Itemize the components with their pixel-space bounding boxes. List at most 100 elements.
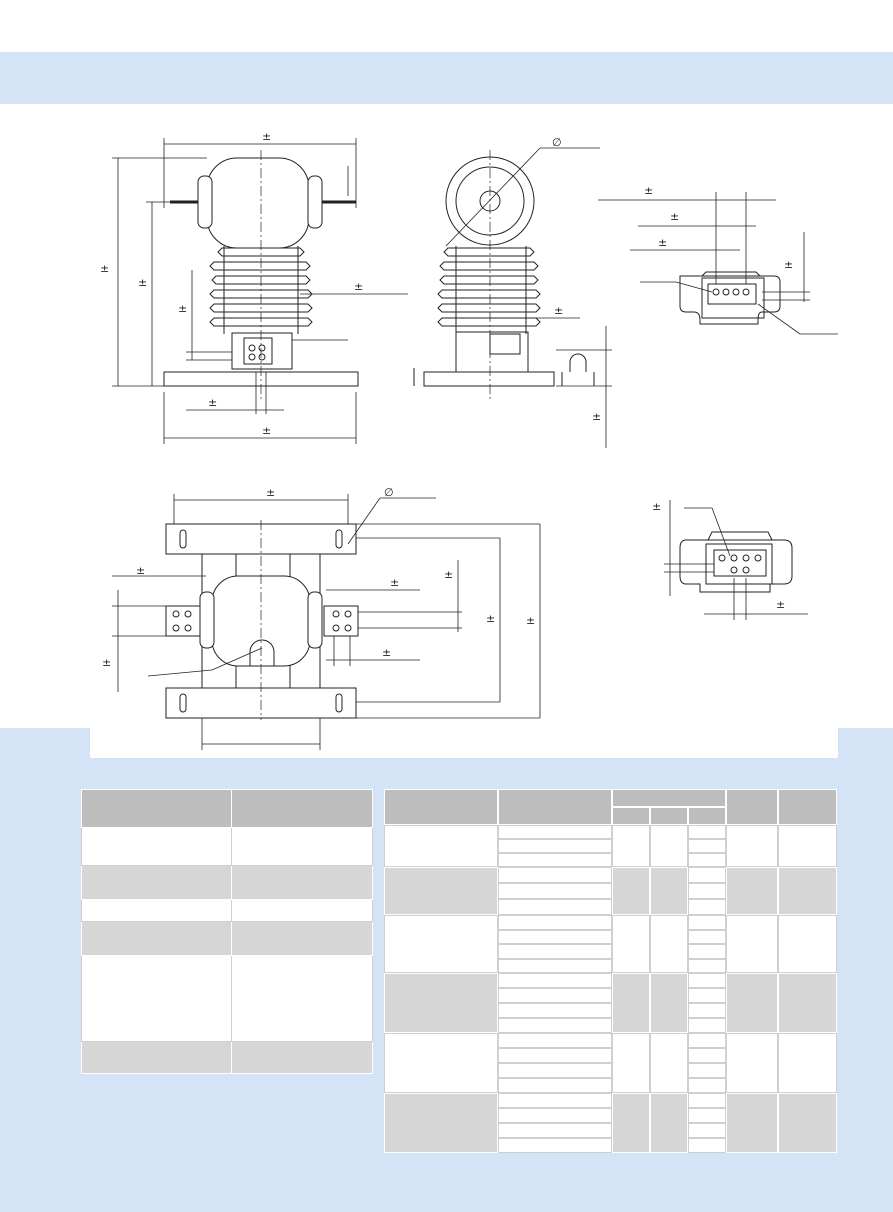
header-band (0, 52, 893, 104)
right-table-merged-cell (726, 1093, 778, 1153)
right-table-merged-cell (650, 825, 688, 867)
front-terminal-block (243, 337, 273, 365)
left-table-value (231, 1041, 373, 1074)
right-table-subrow-cell (498, 1078, 612, 1093)
right-table-subrow-cell (498, 853, 612, 867)
left-table-label (81, 921, 232, 956)
right-table-subrow-cell (688, 973, 726, 988)
right-table-subrow-cell (498, 988, 612, 1003)
front-view (112, 138, 408, 444)
right-table-subrow-cell (498, 899, 612, 915)
right-table-subrow-cell (688, 944, 726, 959)
right-table-type-cell (384, 973, 498, 1033)
left-table-header-value (231, 789, 373, 828)
side-view (413, 147, 612, 448)
right-table-subrow-cell (688, 899, 726, 915)
tol-10: ± (644, 184, 653, 197)
right-table-subrow-cell (498, 1138, 612, 1153)
left-table-header-label (81, 789, 232, 828)
right-table-subrow-cell (688, 1123, 726, 1138)
left-table-label (81, 899, 232, 922)
right-table-subrow-cell (498, 1093, 612, 1108)
right-table-subrow-cell (498, 1018, 612, 1033)
tol-19: ± (526, 614, 535, 627)
right-table-type-cell (384, 1093, 498, 1153)
right-table-subrow-cell (688, 1003, 726, 1018)
right-table-subrow-cell (498, 915, 612, 930)
left-table-value (231, 899, 373, 922)
tol-23: ± (776, 598, 785, 611)
tol-11: ± (670, 210, 679, 223)
tol-1: ± (262, 130, 271, 143)
dia-2: ∅ (384, 486, 394, 499)
right-table-subheader-cell (688, 807, 726, 825)
tol-8: ± (554, 304, 563, 317)
right-table-header-cell (778, 789, 837, 825)
right-table-subrow-cell (498, 1033, 612, 1048)
tol-3: ± (208, 396, 217, 409)
right-table-merged-cell (726, 867, 778, 915)
right-table-subrow-cell (688, 867, 726, 883)
right-table-subrow-cell (688, 1018, 726, 1033)
right-table-subrow-cell (498, 1108, 612, 1123)
drawing-panel-extension (90, 720, 838, 758)
tol-5: ± (100, 262, 109, 275)
right-table-merged-cell (650, 1093, 688, 1153)
tol-12: ± (658, 236, 667, 249)
tol-20: ± (382, 646, 391, 659)
right-table-subrow-cell (498, 1003, 612, 1018)
dia-1: ∅ (552, 136, 562, 149)
right-table-subrow-cell (498, 1123, 612, 1138)
right-table-merged-cell (612, 1093, 650, 1153)
left-table-value (231, 955, 373, 1042)
tol-15: ± (136, 564, 145, 577)
right-table-merged-cell (778, 915, 837, 973)
front-head (170, 157, 356, 249)
side-dimensions (445, 147, 612, 448)
left-table-value (231, 921, 373, 956)
right-table-subrow-cell (688, 929, 726, 944)
right-table-subrow-cell (498, 929, 612, 944)
right-table-subrow-cell (688, 839, 726, 853)
right-table-subrow-cell (688, 1033, 726, 1048)
right-table-subrow-cell (498, 867, 612, 883)
right-table-subrow-cell (688, 825, 726, 839)
right-table-subrow-cell (498, 1063, 612, 1078)
right-table-merged-cell (612, 973, 650, 1033)
right-table-merged-cell (612, 867, 650, 915)
right-table-subrow-cell (498, 958, 612, 973)
right-table-subrow-cell (688, 988, 726, 1003)
right-table-merged-cell (778, 1033, 837, 1093)
right-table-merged-cell (650, 867, 688, 915)
right-table-merged-cell (650, 973, 688, 1033)
front-insulator-sheds (209, 246, 313, 334)
right-table-type-cell (384, 915, 498, 973)
tol-7: ± (178, 302, 187, 315)
right-table-header-cell (384, 789, 498, 825)
left-table-label (81, 1041, 232, 1074)
tol-13: ± (784, 258, 793, 271)
right-table-subheader-cell (650, 807, 688, 825)
right-table-merged-cell (726, 915, 778, 973)
right-table-subrow-cell (688, 883, 726, 899)
right-table-type-cell (384, 1033, 498, 1093)
front-dimensions (112, 138, 408, 444)
right-table-merged-cell (778, 825, 837, 867)
right-table-merged-cell (778, 867, 837, 915)
right-table-subrow-cell (498, 1048, 612, 1063)
tol-9: ± (592, 410, 601, 423)
right-table-merged-cell (778, 973, 837, 1033)
right-table-subrow-cell (498, 944, 612, 959)
tol-4: ± (354, 280, 363, 293)
right-table-subrow-cell (498, 825, 612, 839)
technical-drawing: ± ± ± ± ± ± ± ± ± ∅ ± ± ± ± ± ∅ ± ± ± ± … (100, 130, 838, 750)
right-table-subrow-cell (688, 1048, 726, 1063)
right-table-header-cell (726, 789, 778, 825)
right-table-merged-cell (778, 1093, 837, 1153)
tol-6: ± (138, 276, 147, 289)
left-table-label (81, 865, 232, 900)
right-table-merged-cell (650, 915, 688, 973)
left-table-label (81, 955, 232, 1042)
right-table-subrow-cell (498, 973, 612, 988)
tol-2: ± (262, 424, 271, 437)
